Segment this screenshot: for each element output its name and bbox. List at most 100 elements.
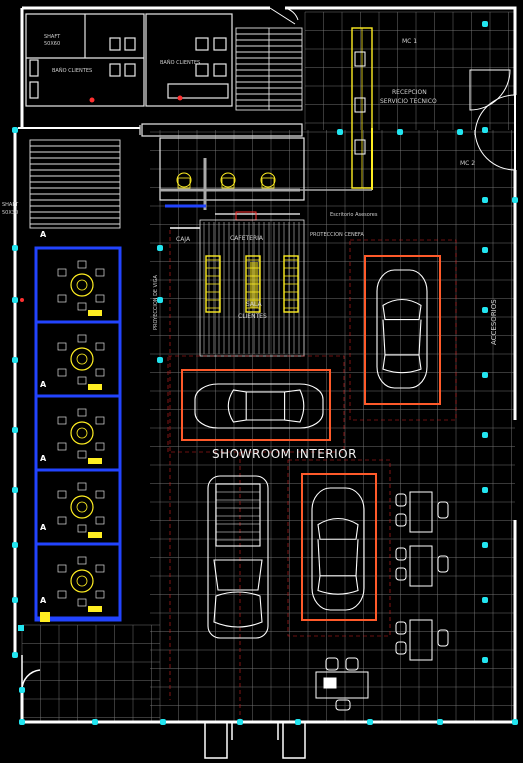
table-center	[76, 353, 88, 365]
guest-chair	[395, 641, 407, 655]
chair	[77, 334, 87, 343]
column	[457, 129, 463, 135]
stool	[176, 172, 192, 188]
column	[482, 487, 488, 493]
column	[482, 372, 488, 378]
cubicle-sign	[88, 384, 102, 390]
main-stair	[235, 27, 303, 111]
column	[12, 487, 18, 493]
desk-computer	[323, 677, 337, 689]
car-side	[317, 539, 321, 576]
truck-bed	[215, 483, 261, 547]
shaft-top-dim: 50X60	[44, 41, 60, 47]
column	[397, 129, 403, 135]
showroom-label: SHOWROOM INTERIOR	[212, 447, 357, 461]
car-body	[194, 383, 324, 429]
dimension-lines	[167, 230, 457, 722]
service-label: SERVICIO TECNICO	[380, 98, 437, 105]
column	[482, 542, 488, 548]
column	[482, 247, 488, 253]
chair	[57, 368, 67, 377]
shaft-top-label: SHAFT	[44, 34, 61, 40]
cubicle-table	[70, 347, 94, 371]
cubicle-table	[70, 495, 94, 519]
room-labels: SHOWROOM INTERIOR SHAFT 50X60 SHAFT 50X3…	[2, 34, 498, 461]
chair	[77, 302, 87, 311]
column	[12, 127, 18, 133]
column	[157, 297, 163, 303]
chair	[57, 442, 67, 451]
chair	[95, 516, 105, 525]
car-horizontal	[194, 383, 324, 429]
cafeteria-counter	[159, 137, 372, 229]
accessories-label: ACCESORIOS	[490, 299, 498, 345]
column	[367, 719, 373, 725]
column	[482, 432, 488, 438]
restroom-block	[25, 13, 303, 137]
stool-base	[177, 177, 191, 189]
column	[12, 542, 18, 548]
column	[19, 719, 25, 725]
sales-desks	[315, 491, 449, 711]
reception-desk	[351, 27, 373, 190]
cubicle-markers: A A A A A	[40, 230, 47, 605]
truck-cab	[213, 559, 263, 591]
column	[437, 719, 443, 725]
marker-a: A	[40, 380, 47, 389]
column	[157, 357, 163, 363]
column	[12, 297, 18, 303]
desk-chair	[437, 501, 449, 519]
desk-chair	[325, 657, 339, 671]
column	[12, 652, 18, 658]
guest-chair	[395, 513, 407, 527]
column	[237, 719, 243, 725]
left-stair	[29, 139, 121, 229]
car-side	[355, 539, 359, 576]
restroom-label-1: BAÑO CLIENTES	[52, 67, 92, 74]
cashier-label: CAJA	[176, 236, 191, 243]
table-center	[76, 501, 88, 513]
cubicle-sign	[88, 606, 102, 612]
car-rear-window	[317, 575, 359, 595]
chair	[77, 408, 87, 417]
desk	[409, 619, 433, 661]
chair	[77, 524, 87, 533]
chair	[95, 490, 105, 499]
protection-label: PROTECCION CENEFA	[310, 232, 364, 238]
desk-chair	[345, 657, 359, 671]
chair	[57, 564, 67, 573]
column	[157, 245, 163, 251]
chair	[57, 268, 67, 277]
chair	[77, 482, 87, 491]
column	[512, 719, 518, 725]
marker-a: A	[40, 230, 47, 239]
chair	[77, 598, 87, 607]
car-body	[376, 269, 428, 389]
column	[337, 129, 343, 135]
column	[12, 245, 18, 251]
front-desk	[315, 671, 369, 699]
desk-chair	[335, 699, 351, 711]
chair	[95, 268, 105, 277]
column	[12, 597, 18, 603]
guest-chair	[395, 567, 407, 581]
desk	[409, 545, 433, 587]
column	[18, 625, 24, 631]
car-rear-window	[284, 389, 305, 423]
restroom-label-2: BAÑO CLIENTES	[160, 59, 200, 66]
cubicle-row	[34, 246, 122, 622]
chair	[57, 490, 67, 499]
table-center	[76, 279, 88, 291]
column	[482, 597, 488, 603]
chair	[95, 368, 105, 377]
shaft-left-label: SHAFT	[2, 202, 19, 208]
column	[482, 127, 488, 133]
desk	[409, 491, 433, 533]
chair	[77, 556, 87, 565]
cubicle-table	[70, 421, 94, 445]
column	[482, 657, 488, 663]
car-windshield	[317, 517, 359, 540]
chair	[77, 376, 87, 385]
